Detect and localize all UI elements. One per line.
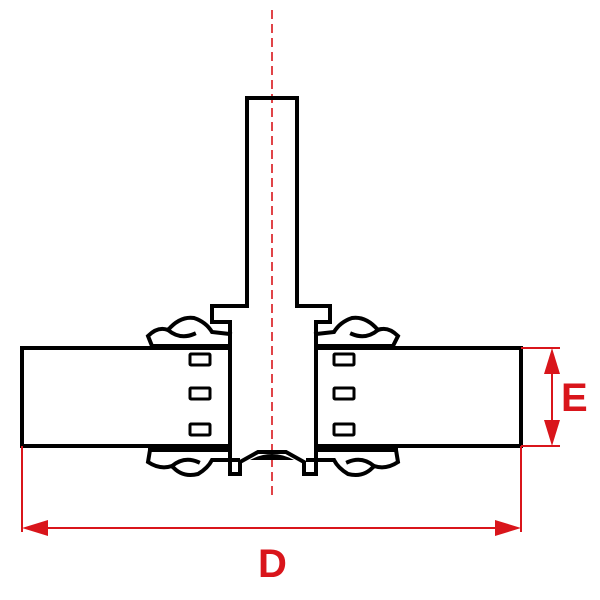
top-clamp-right [313, 315, 401, 349]
top-clamp-left-inner [150, 327, 232, 348]
dimension-e-arrow-bottom [544, 420, 560, 446]
bottom-clamp-left-inner [148, 448, 232, 469]
hub-inner-walls [210, 320, 332, 476]
slot-right-3 [332, 422, 356, 437]
top-clamp-right-inner [314, 327, 395, 348]
dimension-e-label: E [561, 376, 588, 420]
bottom-clamp-right [306, 447, 401, 477]
top-clamp-left [145, 315, 233, 349]
slot-left-2 [188, 386, 212, 401]
bottom-clamp-left [145, 447, 240, 477]
slot-right-1 [332, 352, 356, 367]
shank-and-hub [210, 96, 332, 324]
dimension-d-arrow-right [495, 520, 521, 536]
slot-right-2 [332, 386, 356, 401]
slot-left-3 [188, 422, 212, 437]
dimension-d-label: D [258, 542, 287, 586]
bottom-nut [228, 450, 318, 476]
dimension-e-arrow-top [544, 348, 560, 374]
bottom-clamp-right-inner [314, 448, 398, 469]
slot-left-1 [188, 352, 212, 367]
bottom-nut-dome [250, 454, 294, 460]
dimension-d-arrow-left [22, 520, 48, 536]
